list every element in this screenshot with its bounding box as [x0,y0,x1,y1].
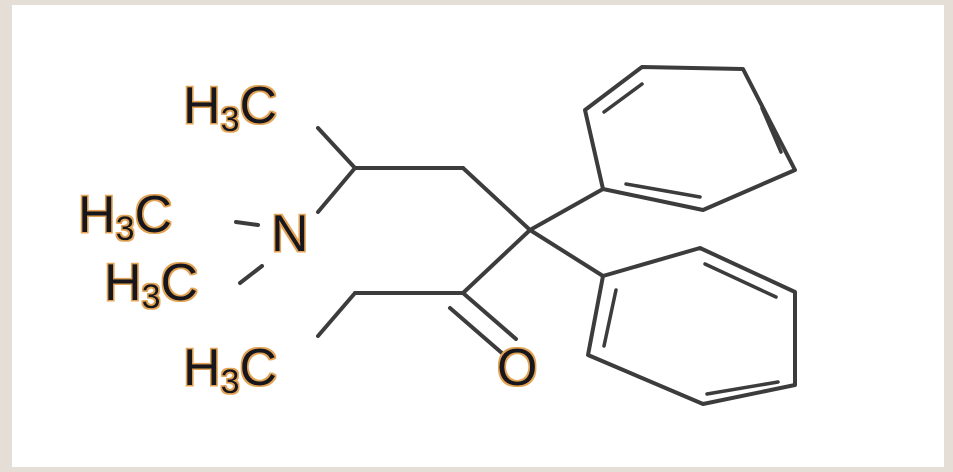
bond-carbonyl-double-outer [461,291,518,341]
bond-quaternary-to-carbonyl [461,228,532,295]
bond-quaternary-to-lower-phenyl [528,228,605,278]
bond-ethyl-ch2-to-methyl [316,291,357,338]
bond-ch2-to-quaternary [461,166,532,232]
methyl-group-top: H3C [183,77,277,139]
lower-phenyl-inner-bond-3 [602,288,618,348]
methyl-group-n-lower: H3C [104,254,198,316]
bond-n-to-lower-methyl [238,264,264,285]
bond-methyl-to-ch [316,126,357,170]
bond-ch-to-n [316,166,357,214]
oxygen-atom: O [497,339,537,397]
atom-labels: H3C H3C N H3C H3C O [78,77,537,401]
upper-phenyl-inner-bond-2 [760,106,783,154]
bond-n-to-upper-methyl [234,220,260,227]
upper-phenyl-inner-bond-3 [624,182,702,199]
bond-lines [234,65,797,406]
bond-carbonyl-double-inner [448,306,505,356]
lower-phenyl-ring [586,246,797,406]
methyl-group-n-upper: H3C [78,186,172,248]
upper-phenyl-ring [583,65,797,212]
upper-phenyl-inner-bond-1 [602,82,644,114]
structural-formula: H3C H3C N H3C H3C O [78,65,797,406]
methyl-group-bottom: H3C [183,339,277,401]
bond-quaternary-to-upper-phenyl [528,187,605,232]
lower-phenyl-inner-bond-1 [703,262,778,299]
structure-card: H3C H3C N H3C H3C O [12,5,944,467]
lower-phenyl-inner-bond-2 [705,380,780,396]
nitrogen-atom: N [271,205,309,263]
